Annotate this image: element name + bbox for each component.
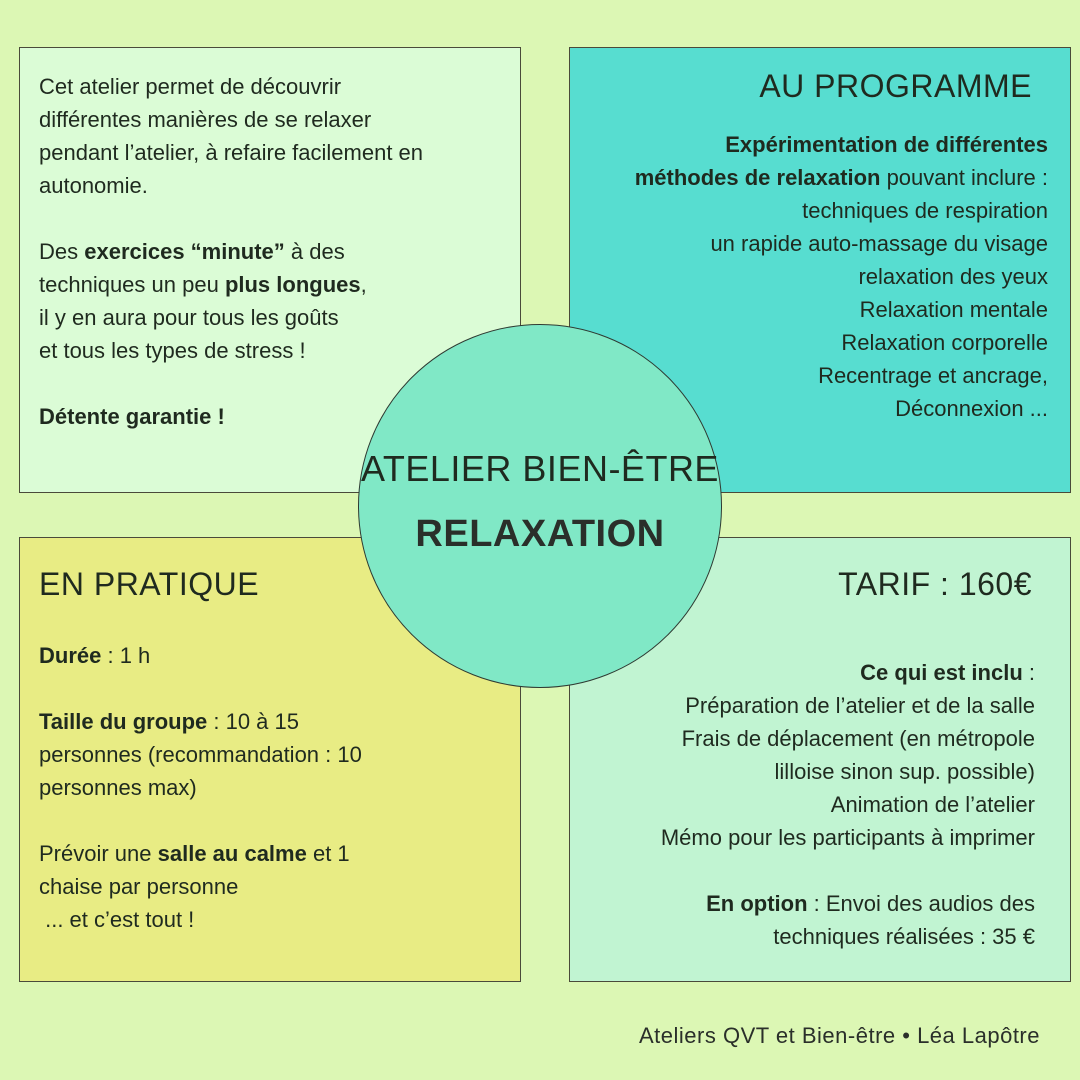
- inclu-label-line: Ce qui est inclu :: [860, 660, 1035, 685]
- programme-item: Recentrage et ancrage,: [818, 363, 1048, 388]
- tarif-item: Animation de l’atelier: [830, 792, 1035, 817]
- intro-tagline: Détente garantie !: [39, 404, 225, 429]
- option-line: techniques réalisées : 35 €: [773, 924, 1035, 949]
- center-circle: [358, 324, 722, 688]
- tarif-title: TARIF : 160€: [838, 566, 1032, 602]
- intro-text: Cet atelier permet de découvrir différen…: [39, 70, 499, 433]
- tarif-item: Frais de déplacement (en métropole: [681, 726, 1035, 751]
- programme-text: Expérimentation de différentes méthodes …: [578, 128, 1048, 425]
- programme-item: Relaxation corporelle: [841, 330, 1048, 355]
- intro-line: Cet atelier permet de découvrir: [39, 74, 342, 99]
- option-line: En option : Envoi des audios des: [706, 891, 1035, 916]
- taille-line: personnes (recommandation : 10: [39, 742, 362, 767]
- intro-techniques-line: techniques un peu plus longues,: [39, 272, 367, 297]
- programme-item: relaxation des yeux: [858, 264, 1048, 289]
- intro-line: il y en aura pour tous les goûts: [39, 305, 339, 330]
- pratique-text: Durée : 1 h Taille du groupe : 10 à 15 p…: [39, 639, 499, 936]
- intro-line: différentes manières de se relaxer: [39, 107, 372, 132]
- tarif-text: Ce qui est inclu : Préparation de l’atel…: [565, 656, 1035, 953]
- intro-exercises-line: Des exercices “minute” à des: [39, 239, 345, 264]
- programme-lead: Expérimentation de différentes: [725, 132, 1048, 157]
- tarif-item: Mémo pour les participants à imprimer: [660, 825, 1035, 850]
- workshop-subtitle: RELAXATION: [415, 513, 665, 555]
- programme-item: techniques de respiration: [802, 198, 1048, 223]
- programme-item: Déconnexion ...: [895, 396, 1048, 421]
- intro-line: autonomie.: [39, 173, 148, 198]
- programme-item: Relaxation mentale: [859, 297, 1048, 322]
- tarif-item: lilloise sinon sup. possible): [774, 759, 1035, 784]
- prevoir-line: Prévoir une salle au calme et 1: [39, 841, 350, 866]
- intro-line: et tous les types de stress !: [39, 338, 306, 363]
- tarif-item: Préparation de l’atelier et de la salle: [685, 693, 1035, 718]
- taille-line: personnes max): [39, 775, 197, 800]
- taille-line: Taille du groupe : 10 à 15: [39, 709, 300, 734]
- duree-line: Durée : 1 h: [39, 643, 151, 668]
- workshop-title: ATELIER BIEN-ÊTRE: [361, 448, 719, 489]
- prevoir-line: ... et c’est tout !: [39, 907, 195, 932]
- prevoir-line: chaise par personne: [39, 874, 239, 899]
- footer-credit: Ateliers QVT et Bien-être • Léa Lapôtre: [639, 1023, 1040, 1048]
- intro-line: pendant l’atelier, à refaire facilement …: [39, 140, 424, 165]
- pratique-title: EN PRATIQUE: [39, 566, 260, 602]
- programme-title: AU PROGRAMME: [759, 68, 1032, 104]
- programme-lead: méthodes de relaxation pouvant inclure :: [634, 165, 1048, 190]
- programme-item: un rapide auto-massage du visage: [710, 231, 1048, 256]
